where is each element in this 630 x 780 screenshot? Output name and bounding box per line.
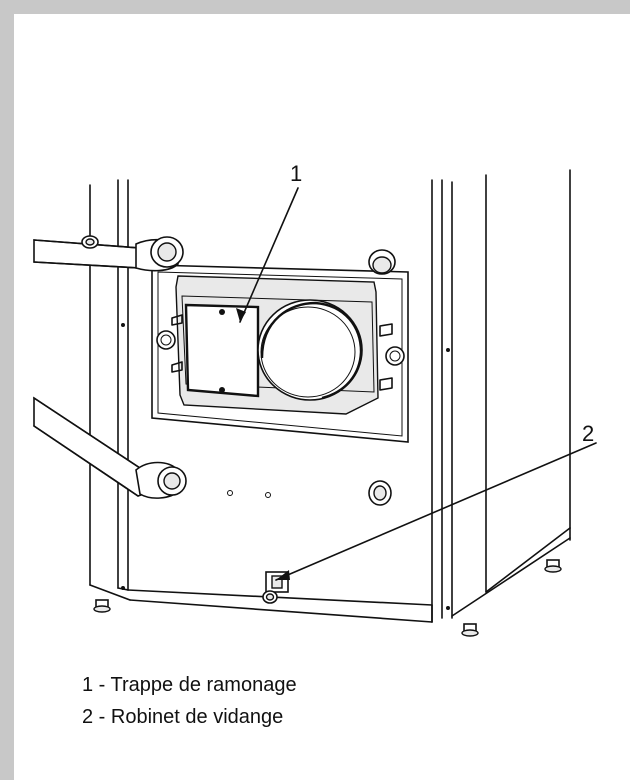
frame-tabs [171, 314, 393, 391]
lower-pipe [33, 396, 187, 499]
legend: 1 - Trappe de ramonage 2 - Robinet de vi… [82, 669, 297, 733]
frame-left-border [0, 0, 14, 780]
side-nuts [156, 330, 405, 366]
legend-item-1: 1 - Trappe de ramonage [82, 674, 297, 696]
callout-1-number: 1 [290, 161, 302, 186]
top-right-fitting [368, 249, 396, 275]
upper-pipe [33, 235, 184, 272]
callout-1: 1 [236, 161, 302, 323]
legend-item-2: 2 - Robinet de vidange [82, 706, 284, 728]
feet [93, 559, 562, 637]
callout-2-number: 2 [582, 421, 594, 446]
callout-2: 2 [275, 421, 597, 581]
frame-top-border [0, 0, 630, 14]
right-side-panel [431, 169, 571, 623]
door-plate [184, 303, 260, 398]
flue-opening [257, 299, 363, 401]
front-lower-details [227, 480, 392, 506]
front-panel [117, 587, 433, 623]
